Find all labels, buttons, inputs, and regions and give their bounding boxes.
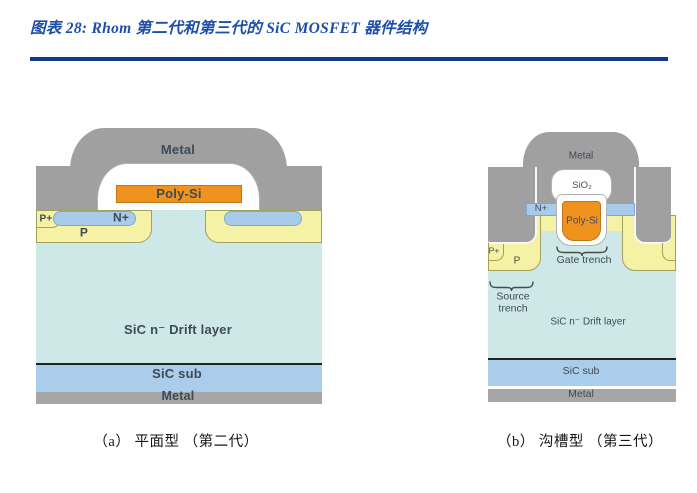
panel-a-caption: （a） 平面型 （第二代） <box>93 434 259 450</box>
a-n-plus-left <box>53 211 136 226</box>
b-source-metal-dome <box>523 132 639 170</box>
a-sic-substrate <box>36 365 322 392</box>
a-label-metal-bottom: Metal <box>161 389 195 404</box>
b-p-plus-region-right <box>662 243 676 261</box>
a-label-poly-si: Poly-Si <box>156 185 202 201</box>
gate-trench-brace-icon <box>556 246 608 257</box>
b-source-trench-fill-right <box>634 167 671 244</box>
a-drift-sub-boundary <box>36 363 322 365</box>
b-label-sio2: SiO₂ <box>572 179 592 191</box>
b-sic-substrate <box>488 360 676 386</box>
b-drain-metal <box>488 389 676 402</box>
a-label-n-plus: N+ <box>112 210 130 225</box>
b-label-source-trench: Source trench <box>496 290 530 314</box>
a-label-p-plus: P+ <box>39 213 53 225</box>
b-label-p-well: P <box>513 255 521 267</box>
a-drain-metal <box>36 392 322 404</box>
b-drift-sub-boundary <box>488 358 676 360</box>
b-label-gate-trench: Gate trench <box>556 254 612 267</box>
panel-b-caption: （b） 沟槽型 （第三代） <box>497 434 663 450</box>
b-label-drift: SiC n⁻ Drift layer <box>550 316 626 328</box>
b-label-poly-si: Poly-Si <box>566 215 598 227</box>
a-label-metal-top: Metal <box>160 141 196 157</box>
b-p-plus-region-left <box>488 244 504 261</box>
a-label-drift: SiC n⁻ Drift layer <box>124 321 232 337</box>
a-poly-si-gate <box>116 185 242 203</box>
a-label-p-well: P <box>79 225 89 240</box>
b-label-metal-top: Metal <box>568 150 594 162</box>
b-label-metal-bottom: Metal <box>568 388 594 401</box>
title-divider-rule <box>30 57 668 61</box>
b-label-n-plus: N+ <box>534 202 548 214</box>
source-trench-brace-icon <box>489 281 534 292</box>
b-poly-si-gate <box>562 201 601 241</box>
figure-title: 图表 28: Rhom 第二代和第三代的 SiC MOSFET 器件结构 <box>30 20 428 37</box>
a-label-substrate: SiC sub <box>152 365 202 381</box>
b-label-substrate: SiC sub <box>562 365 600 378</box>
a-n-plus-right <box>224 211 302 226</box>
b-label-p-plus: P+ <box>488 245 500 256</box>
